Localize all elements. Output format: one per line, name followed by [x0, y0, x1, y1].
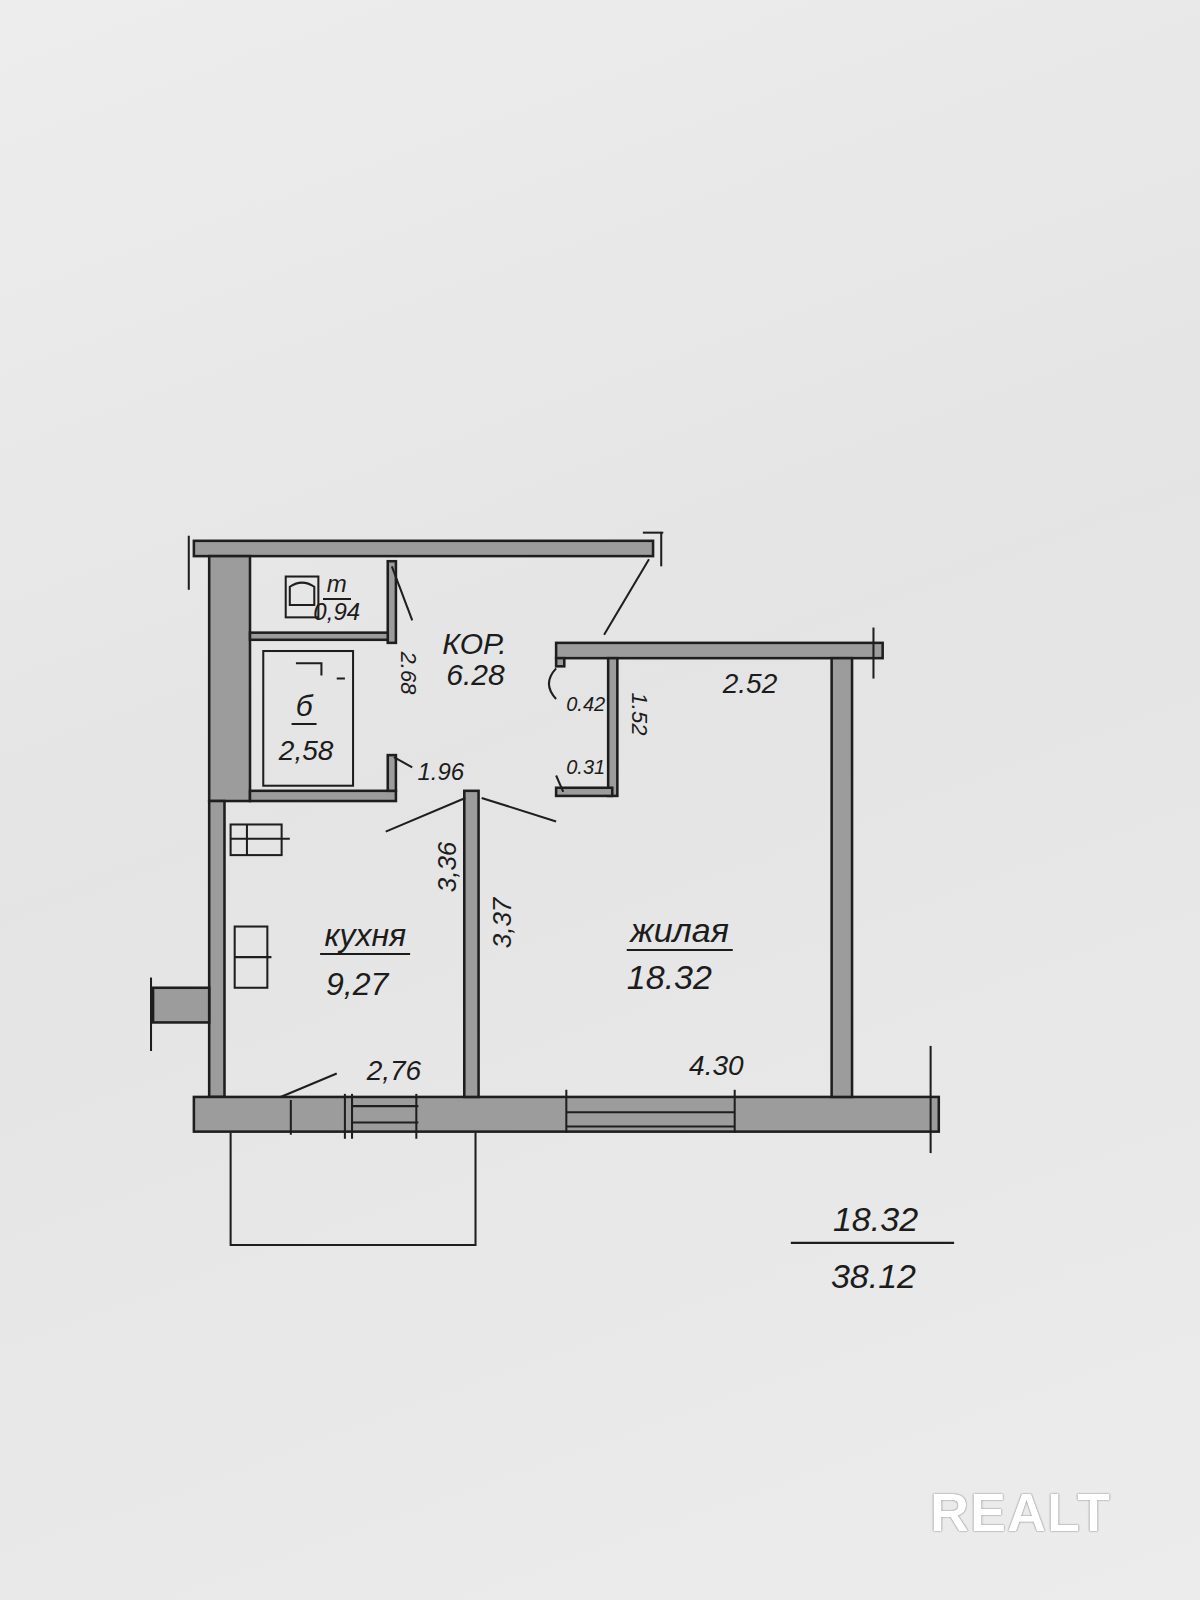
room-name: т [323, 572, 351, 600]
living-room: жилая 18.32 [479, 658, 832, 1097]
corridor-room: КОР.6.28 [396, 556, 608, 789]
dimension-label: 2.68 [397, 652, 419, 695]
room-name: кухня [320, 919, 410, 955]
room-area: 9,27 [326, 968, 388, 1000]
dimension-label: 1.96 [417, 760, 464, 784]
room-area: 6.28 [446, 660, 504, 690]
dimension-label: 4.30 [689, 1052, 744, 1080]
dimension-label: 0.31 [566, 757, 605, 777]
room-area: 0,94 [313, 600, 360, 624]
room-name: б [292, 691, 317, 725]
walls [153, 541, 939, 1132]
dimension-label: 3,37 [489, 898, 515, 949]
watermark: REALT [930, 1485, 1111, 1539]
toilet-room: т0,94 [255, 561, 388, 632]
dimension-label: 1.52 [628, 693, 650, 736]
room-name: жилая [626, 913, 733, 951]
room-area: 2,58 [279, 737, 334, 765]
dimension-label: 3,36 [434, 842, 460, 893]
dimension-label: 2.52 [723, 670, 778, 698]
fixtures [151, 533, 954, 1245]
dimension-label: 0.42 [566, 694, 605, 714]
room-area: 18.32 [627, 960, 712, 994]
kitchen-room: кухня 9,27 [224, 801, 464, 1097]
dimension-label: 38.12 [831, 1259, 916, 1293]
bath-room: б 2,58 [255, 640, 388, 791]
dimension-label: 18.32 [833, 1202, 918, 1236]
dimension-label: 2,76 [367, 1057, 422, 1085]
room-name: КОР. [438, 629, 510, 661]
